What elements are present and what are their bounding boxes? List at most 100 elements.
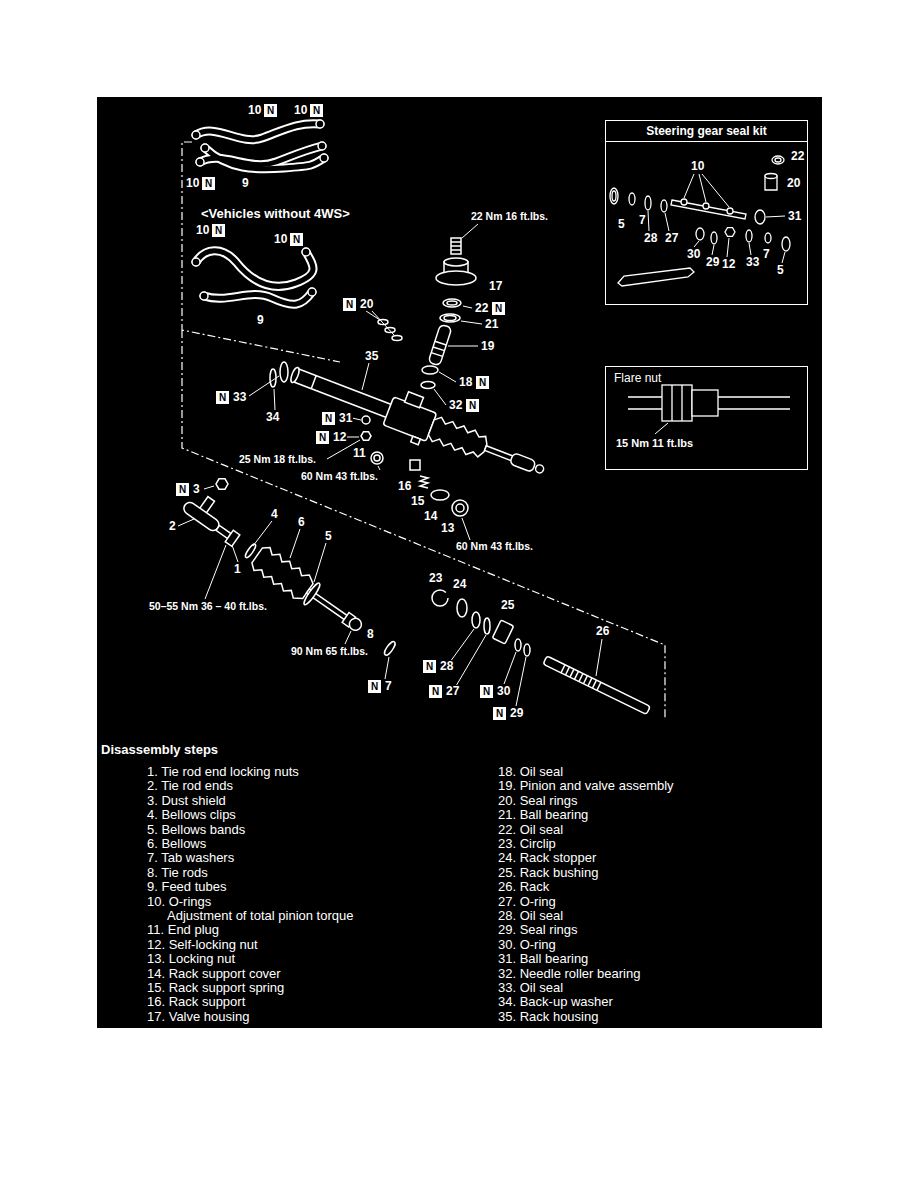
seal-kit-parts: [755, 210, 765, 224]
new-part-mark: N: [316, 431, 329, 444]
leader-line: [596, 639, 602, 676]
leader-line: [178, 174, 785, 706]
step-item: Adjustment of total pinion torque: [166, 909, 354, 923]
pinion-parts: [444, 316, 456, 321]
rack-parts: [432, 590, 530, 656]
torque-spec: 15 Nm 11 ft.lbs: [616, 437, 693, 450]
pinion-parts: [431, 341, 446, 356]
rack-parts: [484, 618, 490, 634]
callout-number: 22: [790, 150, 805, 163]
pinion-parts: [440, 314, 460, 322]
callout-number: 28: [643, 232, 658, 245]
o-ring: [320, 154, 328, 162]
callout-number: 21: [484, 318, 499, 331]
leader-line: [274, 389, 275, 410]
callout-number: 10: [185, 177, 200, 190]
step-item: 26. Rack: [497, 880, 550, 894]
tie-rod-assembly: [302, 582, 322, 607]
leader-line: [766, 216, 785, 217]
seal-kit-parts: [765, 233, 771, 243]
o-ring: [302, 248, 310, 256]
new-part-mark: N: [480, 685, 493, 698]
callout-number: 33: [745, 256, 760, 269]
o-ring: [200, 292, 208, 300]
tie-rod-assembly: [383, 640, 397, 657]
pinion-parts: [444, 258, 468, 266]
callout-number: 5: [324, 530, 333, 543]
step-item: 23. Circlip: [497, 837, 557, 851]
callout-number: 27: [445, 685, 460, 698]
leader-line: [232, 545, 238, 562]
step-item: 29. Seal rings: [497, 923, 579, 937]
black-panel: [97, 97, 822, 1028]
callout-number: 26: [595, 625, 610, 638]
seal-kit-parts: [775, 158, 781, 162]
new-part-mark: N: [466, 399, 479, 412]
rack: [561, 665, 601, 691]
leader-line: [290, 529, 300, 558]
callout-number: 27: [664, 232, 679, 245]
step-item: 7. Tab washers: [146, 851, 235, 865]
o-ring: [196, 158, 204, 166]
rack-housing: [411, 436, 421, 444]
tie-rod-nut: [216, 479, 228, 489]
callout-number: 12: [332, 431, 347, 444]
rack-housing: [485, 446, 515, 461]
step-item: 14. Rack support cover: [146, 967, 282, 981]
step-item: 27. O-ring: [497, 895, 557, 909]
step-item: 5. Bellows bands: [146, 823, 246, 837]
group-bracket: [182, 330, 665, 718]
torque-spec: 90 Nm 65 ft.lbs.: [290, 645, 369, 658]
pinion-parts: [378, 238, 476, 389]
callout-number: 29: [509, 707, 524, 720]
housing-small-parts: [280, 362, 288, 382]
rack: [543, 656, 650, 715]
leader-line: [345, 631, 351, 644]
rack-parts: [515, 639, 521, 651]
step-item: 24. Rack stopper: [497, 851, 597, 865]
new-part-mark: N: [176, 483, 189, 496]
rack-housing: [289, 366, 300, 383]
housing-small-parts: [374, 455, 380, 461]
callout-number: 8: [366, 628, 375, 641]
step-item: 22. Oil seal: [497, 823, 564, 837]
leader-line: [372, 311, 394, 335]
flare-nut-figure: [692, 390, 718, 416]
flare-nut-figure: [628, 385, 790, 421]
callout-number: 25: [500, 599, 515, 612]
step-item: 3. Dust shield: [146, 794, 227, 808]
leader-line: [463, 306, 472, 308]
tie-rod-assembly: [225, 530, 240, 546]
callout-number: 7: [638, 214, 647, 227]
leader-line: [314, 543, 326, 582]
housing-small-parts: [362, 416, 370, 424]
step-item: 2. Tie rod ends: [146, 779, 234, 793]
step-item: 6. Bellows: [146, 837, 207, 851]
pinion-parts: [447, 301, 457, 305]
torque-spec: 50–55 Nm 36 – 40 ft.lbs.: [148, 600, 268, 613]
flare-nut-figure: [662, 385, 692, 421]
tie-rod-nut: [216, 479, 228, 489]
leader-line: [450, 629, 474, 662]
inset-box: Steering gear seal kit: [605, 120, 808, 305]
leader-line: [204, 486, 214, 489]
rack-parts: [457, 599, 467, 617]
feed-tube: [204, 292, 312, 304]
step-item: 33. Oil seal: [497, 981, 564, 995]
step-item: 12. Self-locking nut: [146, 938, 259, 952]
callout-number: 15: [410, 495, 425, 508]
leader-line: [516, 657, 526, 706]
callout-number: 31: [787, 210, 802, 223]
new-part-mark: N: [202, 177, 215, 190]
seal-kit-parts: [629, 193, 635, 205]
housing-small-parts: [431, 490, 449, 500]
step-item: 20. Seal rings: [497, 794, 579, 808]
leader-line: [178, 519, 194, 526]
step-item: 4. Bellows clips: [146, 808, 237, 822]
seal-kit-parts: [696, 228, 704, 240]
callout-number: 11: [352, 447, 367, 460]
feed-tube: [196, 251, 313, 287]
feed-tube: [196, 251, 313, 287]
housing-small-parts: [456, 504, 464, 512]
